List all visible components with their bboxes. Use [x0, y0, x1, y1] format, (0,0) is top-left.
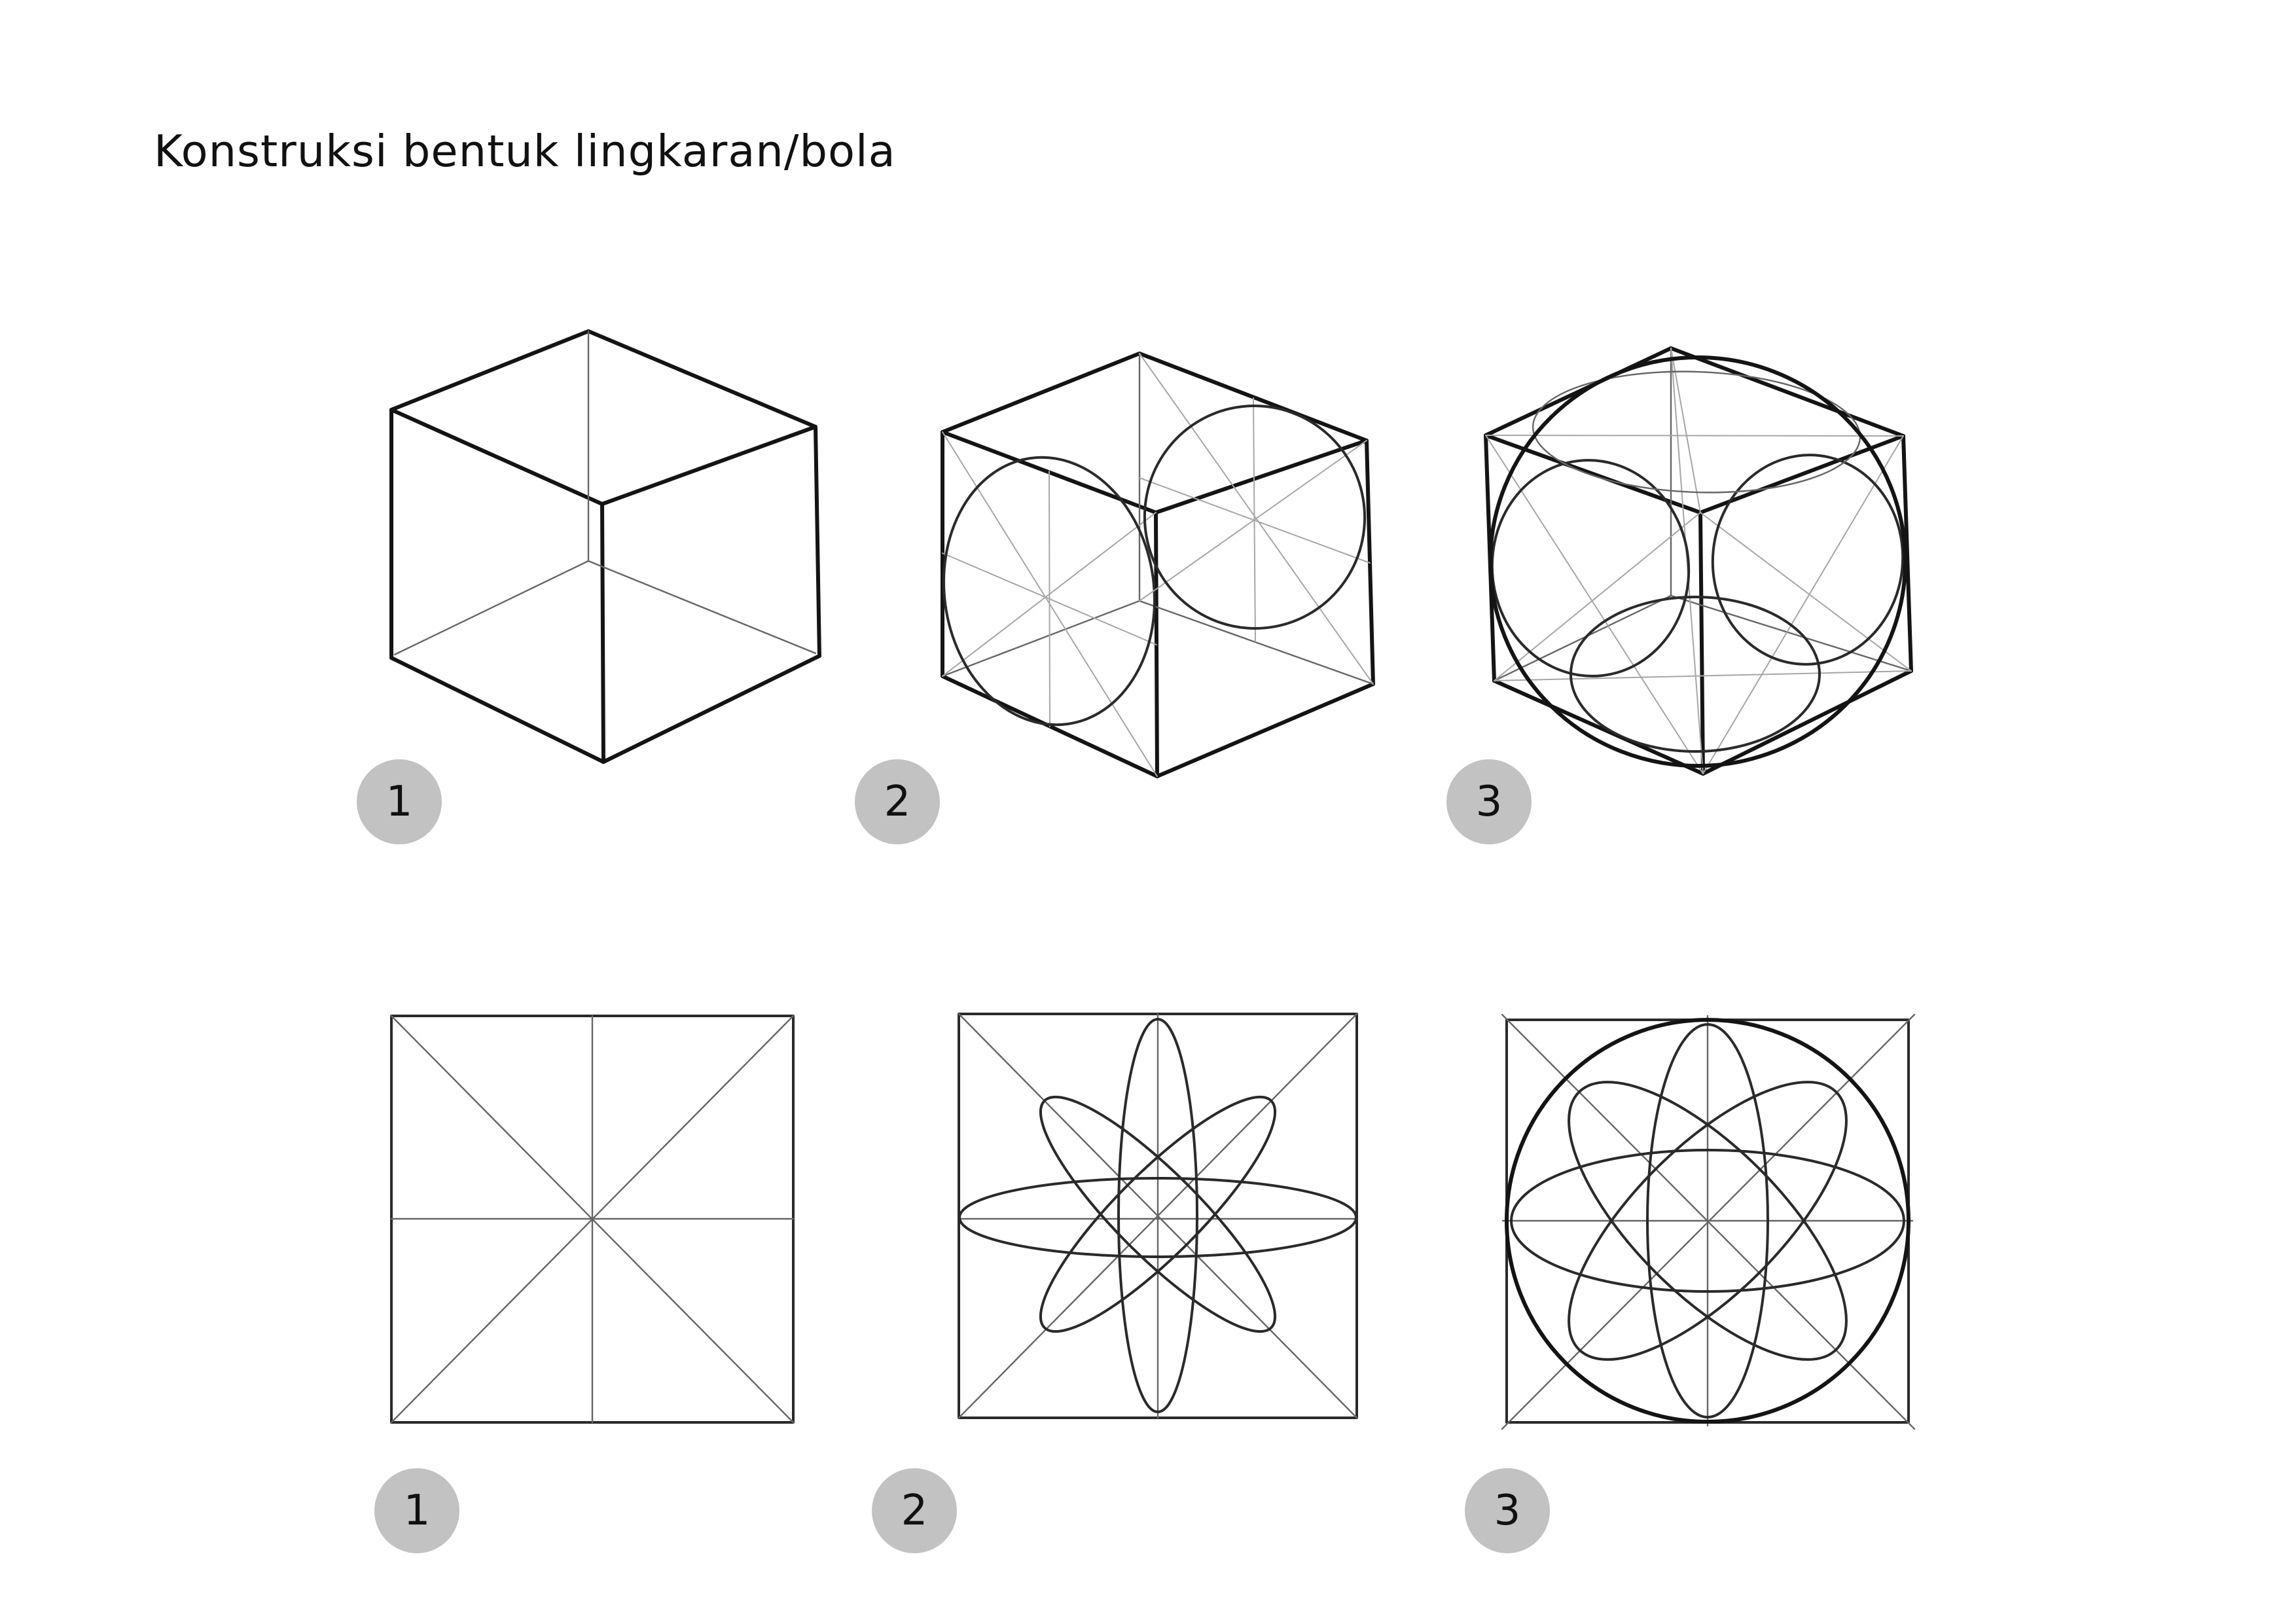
square-step-2-drawing — [958, 1013, 1358, 1419]
square-step-3-badge: 3 — [1465, 1468, 1550, 1553]
cube-step-1-drawing — [389, 329, 821, 764]
square-step-3-drawing — [1501, 1013, 1916, 1430]
square-step-1-badge: 1 — [374, 1468, 459, 1553]
page-title: Konstruksi bentuk lingkaran/bola — [154, 126, 896, 177]
cube-step-2-badge: 2 — [855, 759, 940, 844]
cube-step-2-drawing — [941, 352, 1375, 778]
square-step-1-drawing — [390, 1015, 795, 1424]
cube-step-3-drawing — [1484, 346, 1913, 776]
square-step-2-badge: 2 — [872, 1468, 957, 1553]
cube-step-3-badge: 3 — [1446, 759, 1532, 844]
cube-step-1-badge: 1 — [357, 759, 442, 844]
